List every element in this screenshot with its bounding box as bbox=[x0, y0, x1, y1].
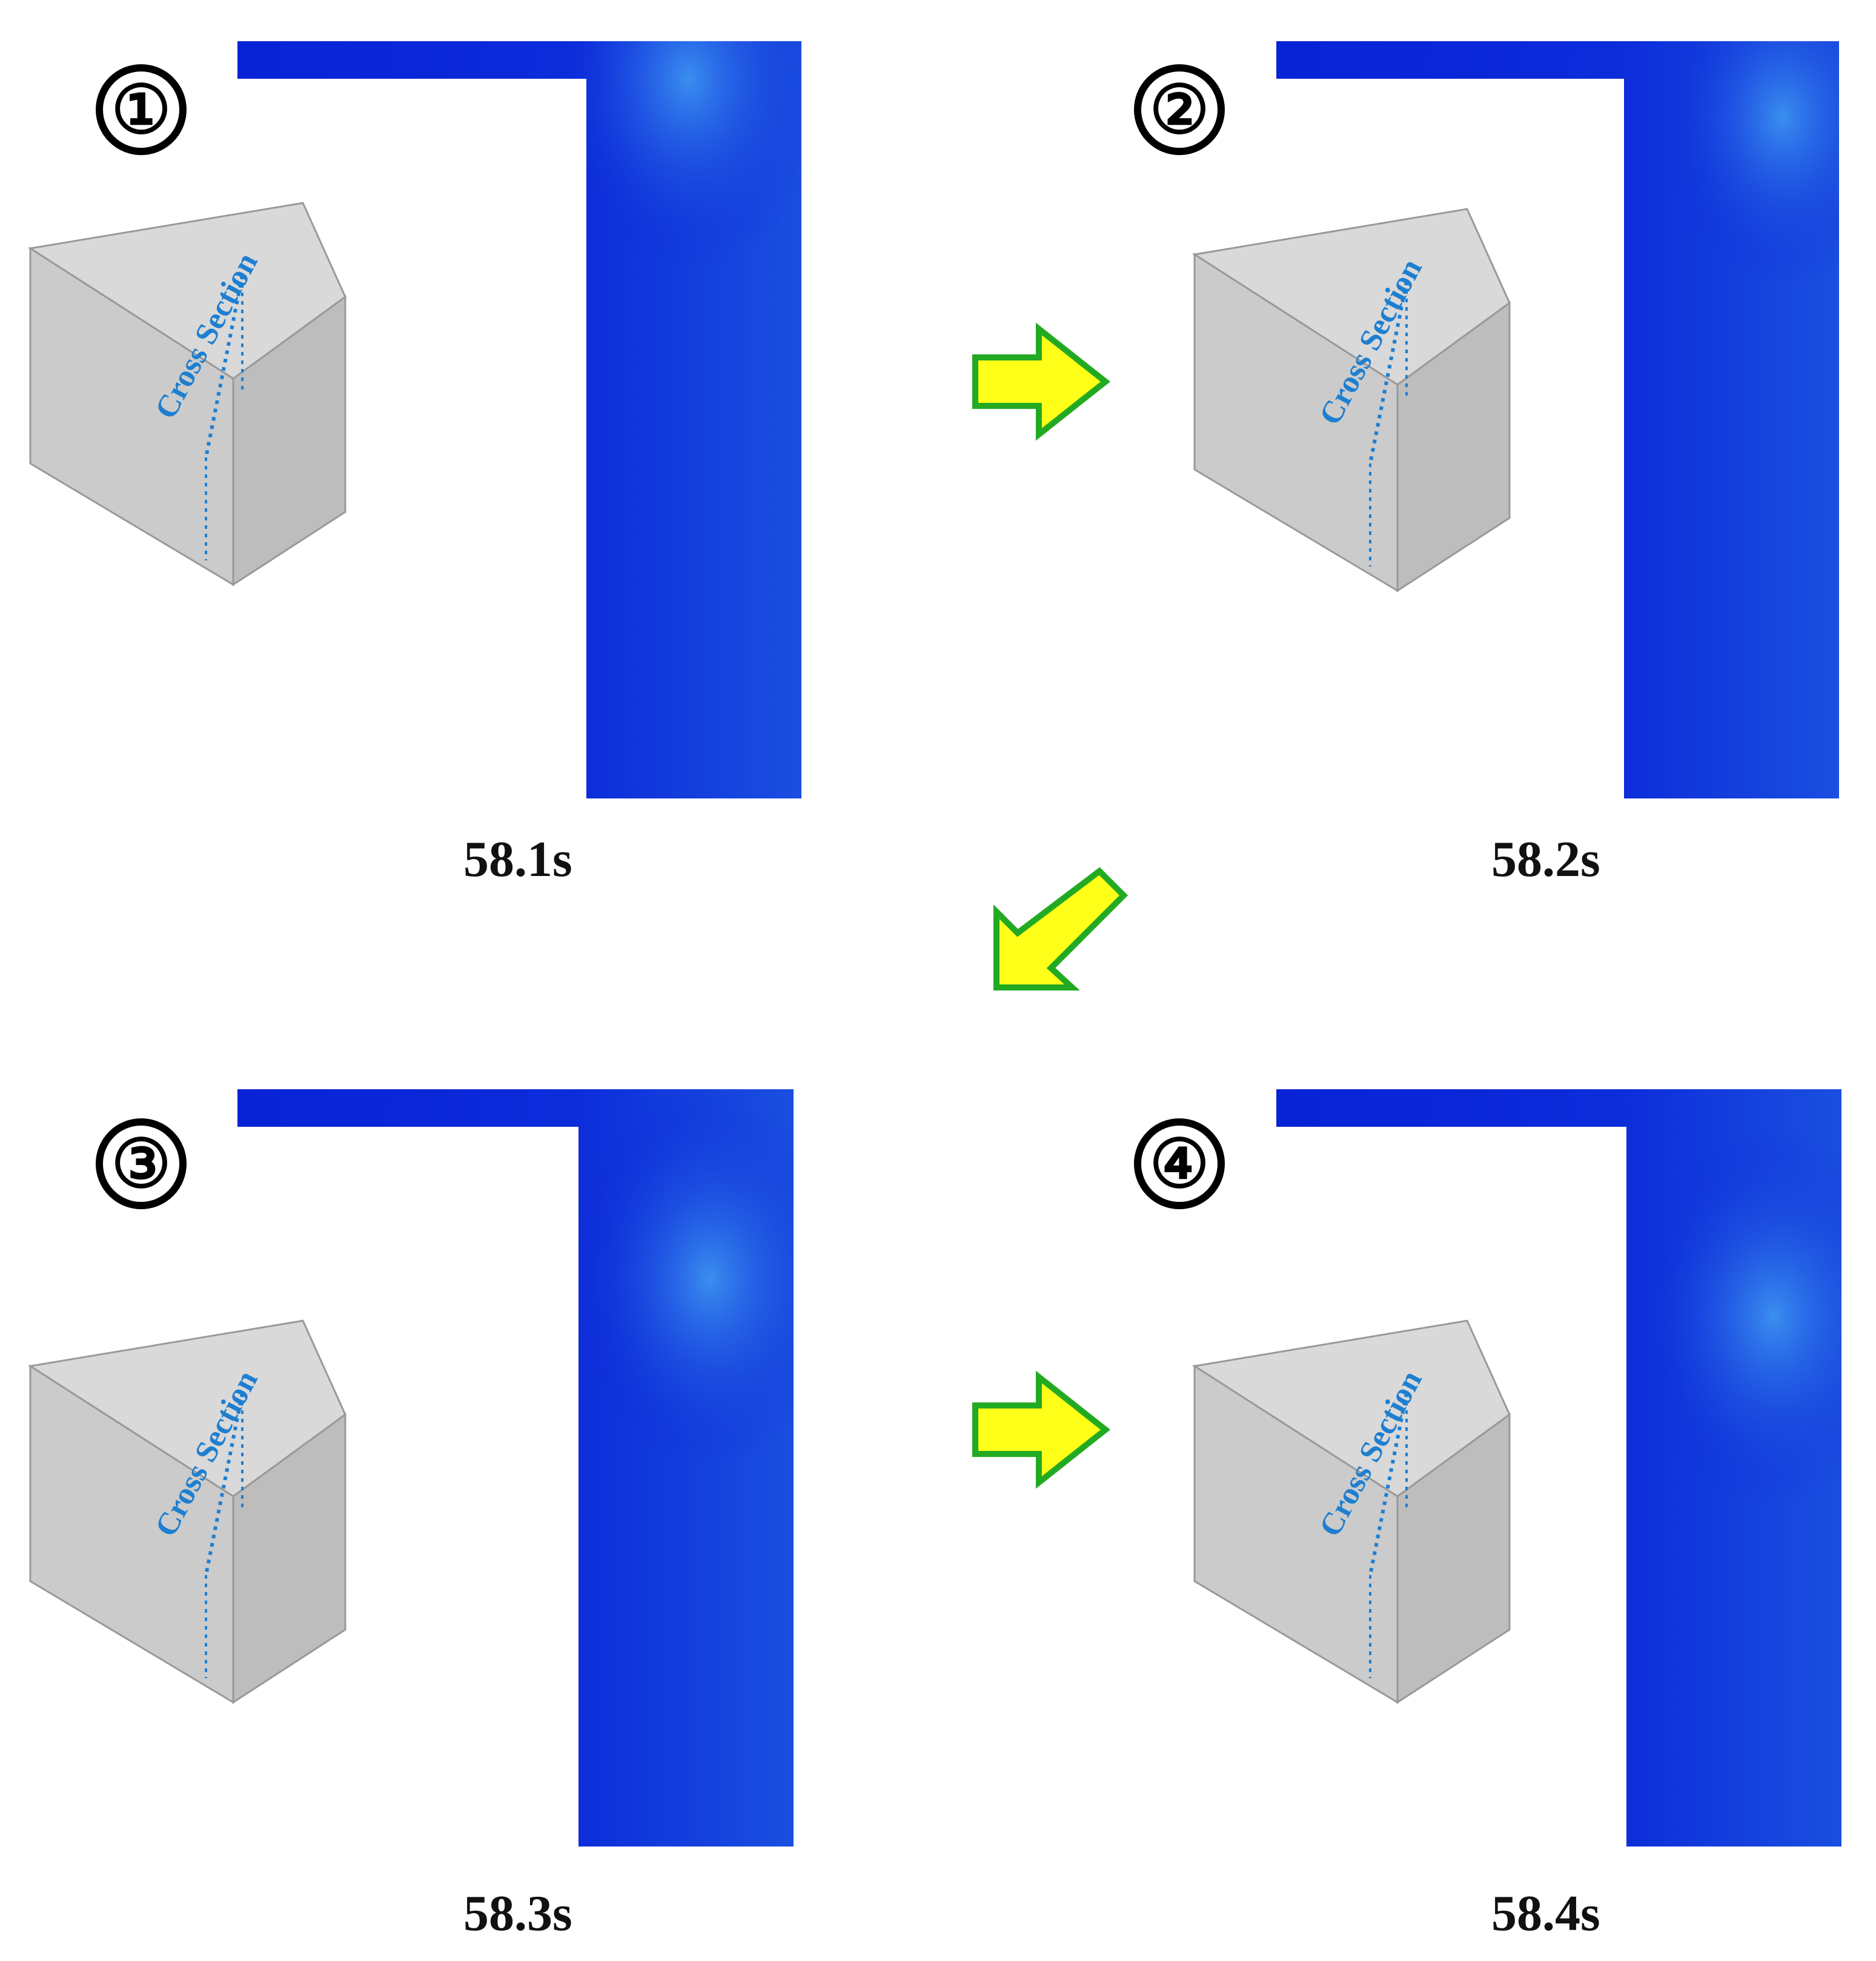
prism-inset-3: Cross Section bbox=[27, 1319, 346, 1704]
time-label-3: 58.3s bbox=[463, 1885, 572, 1942]
right-arrow-icon bbox=[972, 322, 1111, 441]
panel-1: ① Cross Section 58.1s bbox=[0, 0, 848, 909]
time-label-2: 58.2s bbox=[1491, 831, 1600, 888]
prism-inset-2: Cross Section bbox=[1192, 208, 1511, 592]
right-arrow-icon-2 bbox=[972, 1370, 1111, 1489]
time-label-4: 58.4s bbox=[1491, 1885, 1600, 1942]
flow-field-1 bbox=[237, 41, 801, 798]
down-left-arrow-icon bbox=[993, 867, 1129, 990]
prism-inset-1: Cross Section bbox=[27, 202, 346, 586]
panel-3: ③ Cross Section 58.3s bbox=[0, 1048, 848, 1957]
flow-field-3 bbox=[237, 1089, 794, 1847]
prism-inset-4: Cross Section bbox=[1192, 1319, 1511, 1704]
flow-field-4 bbox=[1276, 1089, 1841, 1847]
panel-2: ② Cross Section 58.2s bbox=[1028, 0, 1876, 909]
time-label-1: 58.1s bbox=[463, 831, 572, 888]
step-badge-3: ③ bbox=[96, 1118, 187, 1209]
step-badge-1: ① bbox=[96, 64, 187, 155]
flow-field-2 bbox=[1276, 41, 1839, 798]
panel-4: ④ Cross Section 58.4s bbox=[1028, 1048, 1876, 1957]
step-badge-2: ② bbox=[1134, 64, 1225, 155]
step-badge-4: ④ bbox=[1134, 1118, 1225, 1209]
